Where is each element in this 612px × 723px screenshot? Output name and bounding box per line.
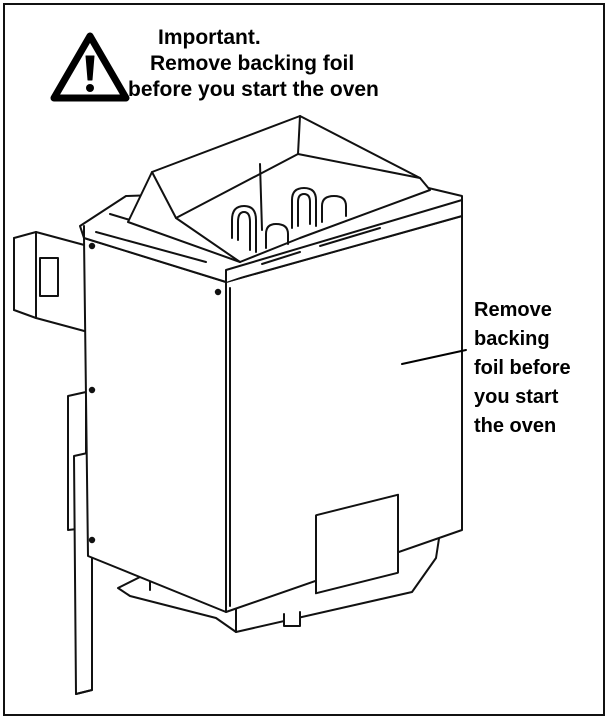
callout-line: foil before xyxy=(474,357,571,379)
stone-basket xyxy=(127,115,431,263)
callout-line: Remove xyxy=(474,299,552,321)
heating-elements xyxy=(231,187,347,253)
heater-front-panel xyxy=(225,215,463,613)
warning-triangle-icon xyxy=(50,32,130,102)
foil-callout: Remove backing foil before you start the… xyxy=(474,296,604,441)
callout-line: the oven xyxy=(474,415,557,437)
callout-line: backing xyxy=(474,328,550,350)
wall-bracket xyxy=(13,231,89,333)
warning-line: Remove backing foil xyxy=(150,52,355,75)
heater-side-panel xyxy=(83,237,227,613)
warning-line: before you start the oven xyxy=(128,78,379,101)
warning-title: Important. xyxy=(158,26,261,49)
callout-line: you start xyxy=(474,386,559,408)
callout-leader-line xyxy=(401,349,467,365)
